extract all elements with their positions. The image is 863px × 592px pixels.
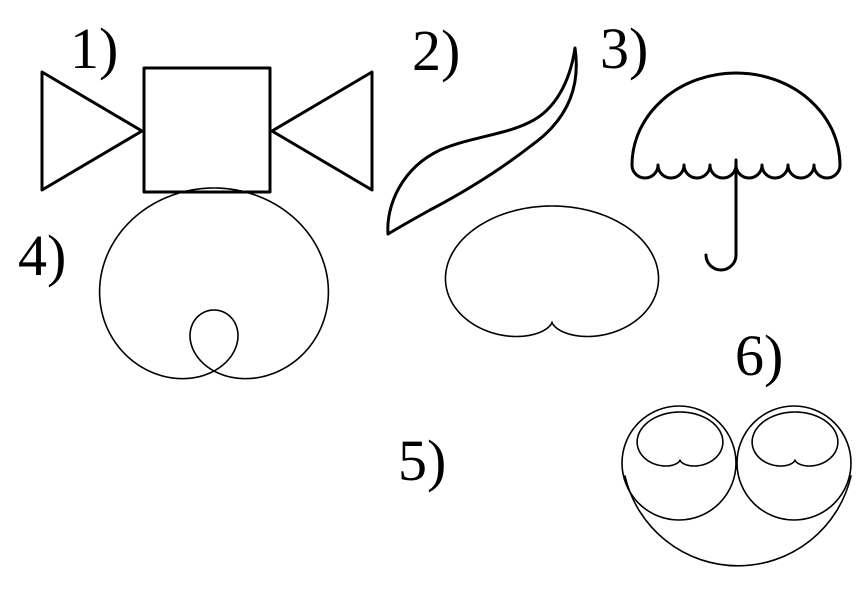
- label-2: 2): [412, 18, 460, 83]
- umbrella-handle: [704, 158, 738, 272]
- label-4: 4): [18, 223, 66, 288]
- cardioid-curve: [444, 205, 660, 338]
- leaf-outline: [386, 46, 578, 236]
- label-6: 6): [735, 323, 783, 388]
- figure-2-leaf: [386, 46, 578, 236]
- figure-6-nested: [621, 405, 852, 567]
- figure-1-bowtie: [40, 66, 374, 194]
- right-cardioid: [751, 411, 839, 467]
- umbrella-canopy: [630, 71, 842, 167]
- left-triangle: [40, 70, 144, 192]
- outer-arc: [624, 475, 852, 567]
- left-cardioid: [636, 411, 724, 467]
- right-triangle: [270, 70, 374, 192]
- figure-4-limacon: [98, 187, 330, 380]
- label-3: 3): [600, 16, 648, 81]
- label-5: 5): [398, 428, 446, 493]
- center-square: [142, 66, 272, 194]
- left-circle: [621, 405, 737, 521]
- label-1: 1): [70, 16, 118, 81]
- figure-5-cardioid: [444, 205, 660, 338]
- limacon-curve: [98, 187, 330, 380]
- figure-3-umbrella: [630, 71, 842, 272]
- right-circle: [736, 405, 852, 521]
